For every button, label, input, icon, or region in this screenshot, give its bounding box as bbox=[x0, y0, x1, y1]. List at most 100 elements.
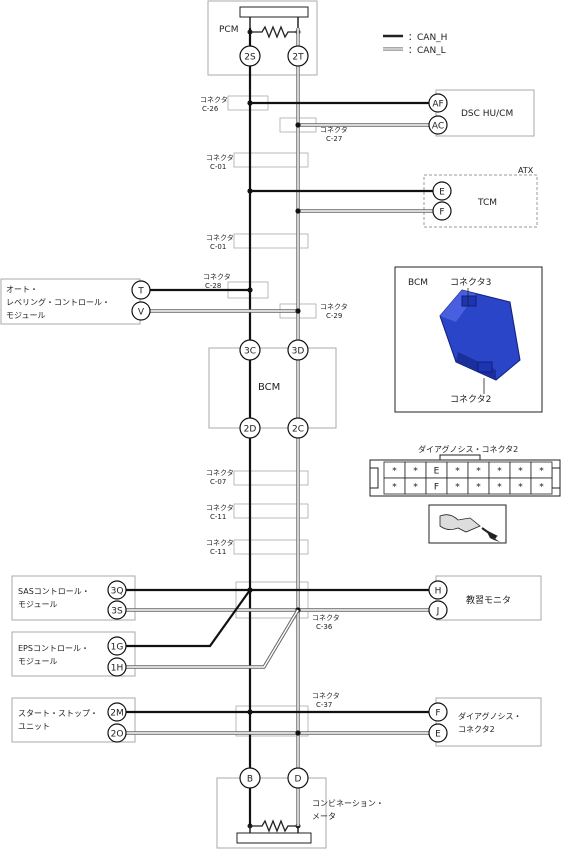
ss-l-junction bbox=[295, 730, 301, 736]
legend-can-h: ：CAN_H bbox=[408, 33, 447, 43]
eps-label-2: モジュール bbox=[18, 657, 57, 666]
diag-pin-label: * bbox=[497, 467, 502, 477]
sas-box bbox=[11, 575, 136, 621]
bcm-label: BCM bbox=[258, 382, 280, 393]
auto-leveling-label-2: レベリング・コントロール・ bbox=[6, 297, 110, 307]
connector-c28-label: コネクタ bbox=[203, 272, 231, 281]
pcm-terminator-bar bbox=[239, 6, 309, 18]
connector-c11b-label: コネクタ bbox=[206, 538, 234, 547]
auto-leveling-label-3: モジュール bbox=[6, 311, 45, 320]
start-stop-label-1: スタート・ストップ・ bbox=[18, 709, 98, 718]
connector-c01b-code: C-01 bbox=[210, 243, 226, 251]
legend-can-l: ：CAN_L bbox=[408, 46, 446, 56]
pin-pcm-l bbox=[287, 45, 309, 67]
start-stop-label-2: ユニット bbox=[18, 722, 50, 731]
pin-meter-l-label: D bbox=[295, 775, 302, 785]
pin-sas-l-label: 3S bbox=[111, 607, 123, 617]
connector-plug-icon bbox=[428, 504, 507, 544]
pin-al-h bbox=[131, 280, 151, 300]
pin-meter-l bbox=[287, 767, 309, 789]
al-l-junction bbox=[295, 308, 301, 314]
dsc-l-junction bbox=[295, 122, 301, 128]
pin-diag-h bbox=[428, 702, 448, 722]
eps-can-h-wire bbox=[126, 589, 251, 648]
connector-c29-code: C-29 bbox=[326, 312, 342, 320]
pin-pcm-h bbox=[239, 45, 261, 67]
diag-connector-pins: **E*******F***** bbox=[383, 461, 553, 495]
pin-bcm-bot_h-label: 2D bbox=[244, 425, 257, 435]
eps-box bbox=[11, 631, 136, 677]
pin-bcm-top_l-label: 3D bbox=[292, 347, 305, 357]
connector-c01a-code: C-01 bbox=[210, 163, 226, 171]
tcm-h-junction bbox=[247, 188, 253, 194]
sas-label-2: モジュール bbox=[18, 600, 57, 609]
pin-al-h-label: T bbox=[137, 287, 144, 297]
pin-bcm-bot_l bbox=[287, 417, 309, 439]
eps-label-1: EPSコントロール・ bbox=[18, 644, 89, 653]
pin-ss-l-label: 2O bbox=[111, 730, 124, 740]
tcm-label: TCM bbox=[477, 198, 497, 208]
diag-pin-label: * bbox=[518, 483, 523, 493]
pin-tm-h bbox=[428, 580, 448, 600]
eps-can-l-wire bbox=[126, 609, 300, 669]
connector-c07-code: C-07 bbox=[210, 478, 226, 486]
diag-pin-label: * bbox=[392, 483, 397, 493]
bcm-photo-connector2: コネクタ2 bbox=[450, 394, 491, 405]
pin-dsc-h-label: AF bbox=[432, 100, 443, 110]
dsc-h-junction bbox=[247, 100, 253, 106]
bcm-photo-connector3: コネクタ3 bbox=[450, 277, 491, 288]
pin-ss-h-label: 2M bbox=[110, 709, 124, 719]
diag-pin-label: E bbox=[434, 467, 440, 477]
pin-tcm-l bbox=[432, 201, 452, 221]
pin-pcm-h-label: 2S bbox=[244, 53, 256, 63]
pin-eps-l bbox=[107, 657, 127, 677]
diag-pin-label: * bbox=[413, 467, 418, 477]
connector-c36-code: C-36 bbox=[316, 623, 333, 631]
pin-diag-l-label: E bbox=[435, 730, 441, 740]
pin-al-l bbox=[131, 301, 151, 321]
connector-c37-code: C-37 bbox=[316, 701, 332, 709]
pin-tm-l-label: J bbox=[436, 607, 440, 617]
pin-meter-h bbox=[239, 767, 261, 789]
pin-tcm-l-label: F bbox=[439, 208, 444, 218]
pin-tcm-h bbox=[432, 181, 452, 201]
diag-pin-label: * bbox=[539, 483, 544, 493]
pcm-box bbox=[207, 0, 318, 76]
pin-dsc-l-label: AC bbox=[432, 122, 444, 132]
pcm-resistor bbox=[250, 25, 298, 39]
pin-al-l-label: V bbox=[138, 308, 145, 318]
connector-c01a-label: コネクタ bbox=[206, 153, 234, 162]
diag-pin-label: F bbox=[434, 483, 439, 493]
connector-c26-code: C-26 bbox=[202, 105, 219, 113]
meter-resistor bbox=[250, 819, 298, 833]
dsc-box bbox=[435, 89, 535, 137]
diag-pin-label: * bbox=[476, 467, 481, 477]
pin-eps-l-label: 1H bbox=[111, 664, 124, 674]
pin-bcm-top_l bbox=[287, 339, 309, 361]
connector-c07-label: コネクタ bbox=[206, 468, 234, 477]
ss-h-junction bbox=[247, 709, 253, 715]
atx-label: ATX bbox=[518, 166, 534, 175]
pin-tcm-h-label: E bbox=[439, 188, 445, 198]
connector-labels: コネクタ C-26 コネクタ C-27 コネクタ C-01 コネクタ C-01 … bbox=[200, 95, 348, 709]
pin-pcm-l-label: 2T bbox=[292, 53, 304, 63]
pin-eps-h bbox=[107, 636, 127, 656]
can-wires bbox=[126, 28, 440, 826]
meter-terminator-bar bbox=[236, 832, 312, 844]
connector-c27-label: コネクタ bbox=[320, 125, 348, 134]
connector-boxes bbox=[227, 95, 317, 737]
connector-c36-label: コネクタ bbox=[312, 613, 340, 622]
pin-diag-h-label: F bbox=[435, 709, 440, 719]
pin-eps-h-label: 1G bbox=[111, 643, 124, 653]
meter-label-1: コンビネーション・ bbox=[312, 799, 384, 808]
diag-pin-label: * bbox=[476, 483, 481, 493]
teaching-monitor-label: 教習モニタ bbox=[466, 594, 511, 606]
pin-tm-h-label: H bbox=[435, 587, 442, 597]
pin-meter-h-label: B bbox=[247, 775, 253, 785]
connector-c01b-label: コネクタ bbox=[206, 233, 234, 242]
diag-pin-label: * bbox=[518, 467, 523, 477]
meter-label-2: メータ bbox=[312, 812, 336, 821]
diag2-label-2: コネクタ2 bbox=[458, 725, 495, 734]
